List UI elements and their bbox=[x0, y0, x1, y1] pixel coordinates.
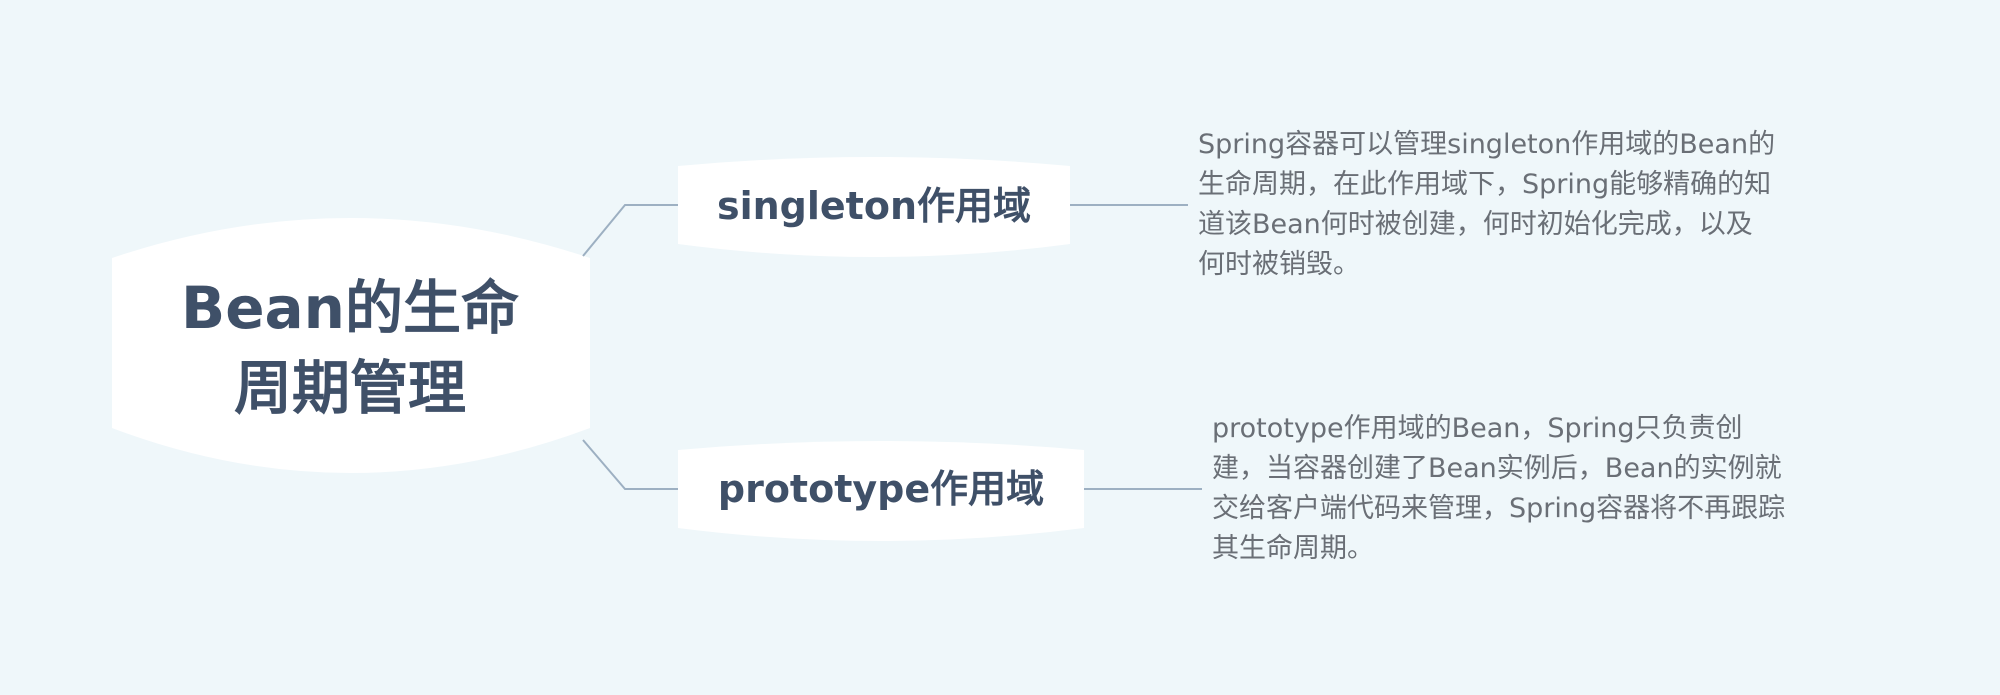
singleton-description: Spring容器可以管理singleton作用域的Bean的 生命周期，在此作用… bbox=[1198, 125, 1878, 285]
singleton-desc-line: 道该Bean何时被创建，何时初始化完成，以及 bbox=[1198, 209, 1753, 240]
singleton-node-shape[interactable] bbox=[678, 157, 1070, 257]
prototype-description: prototype作用域的Bean，Spring只负责创 建，当容器创建了Bea… bbox=[1212, 409, 1892, 569]
prototype-node-shape[interactable] bbox=[678, 441, 1084, 541]
prototype-desc-line: prototype作用域的Bean，Spring只负责创 bbox=[1212, 413, 1743, 444]
prototype-desc-line: 其生命周期。 bbox=[1212, 533, 1374, 564]
connector-root-to-singleton bbox=[582, 204, 678, 257]
singleton-desc-line: 生命周期，在此作用域下，Spring能够精确的知 bbox=[1198, 169, 1772, 200]
root-node-title: Bean的生命 周期管理 bbox=[115, 268, 585, 428]
root-title-line-1: Bean的生命 bbox=[181, 274, 519, 342]
singleton-desc-line: 何时被销毁。 bbox=[1198, 249, 1360, 280]
root-title-line-2: 周期管理 bbox=[233, 354, 466, 422]
prototype-node-title: prototype作用域 bbox=[717, 467, 1045, 511]
connector-root-to-prototype bbox=[582, 439, 678, 490]
prototype-desc-line: 交给客户端代码来管理，Spring容器将不再跟踪 bbox=[1212, 493, 1786, 524]
singleton-node-title: singleton作用域 bbox=[716, 184, 1032, 228]
singleton-desc-line: Spring容器可以管理singleton作用域的Bean的 bbox=[1198, 129, 1776, 160]
root-node-shape[interactable] bbox=[112, 218, 590, 473]
prototype-desc-line: 建，当容器创建了Bean实例后，Bean的实例就 bbox=[1212, 453, 1782, 484]
